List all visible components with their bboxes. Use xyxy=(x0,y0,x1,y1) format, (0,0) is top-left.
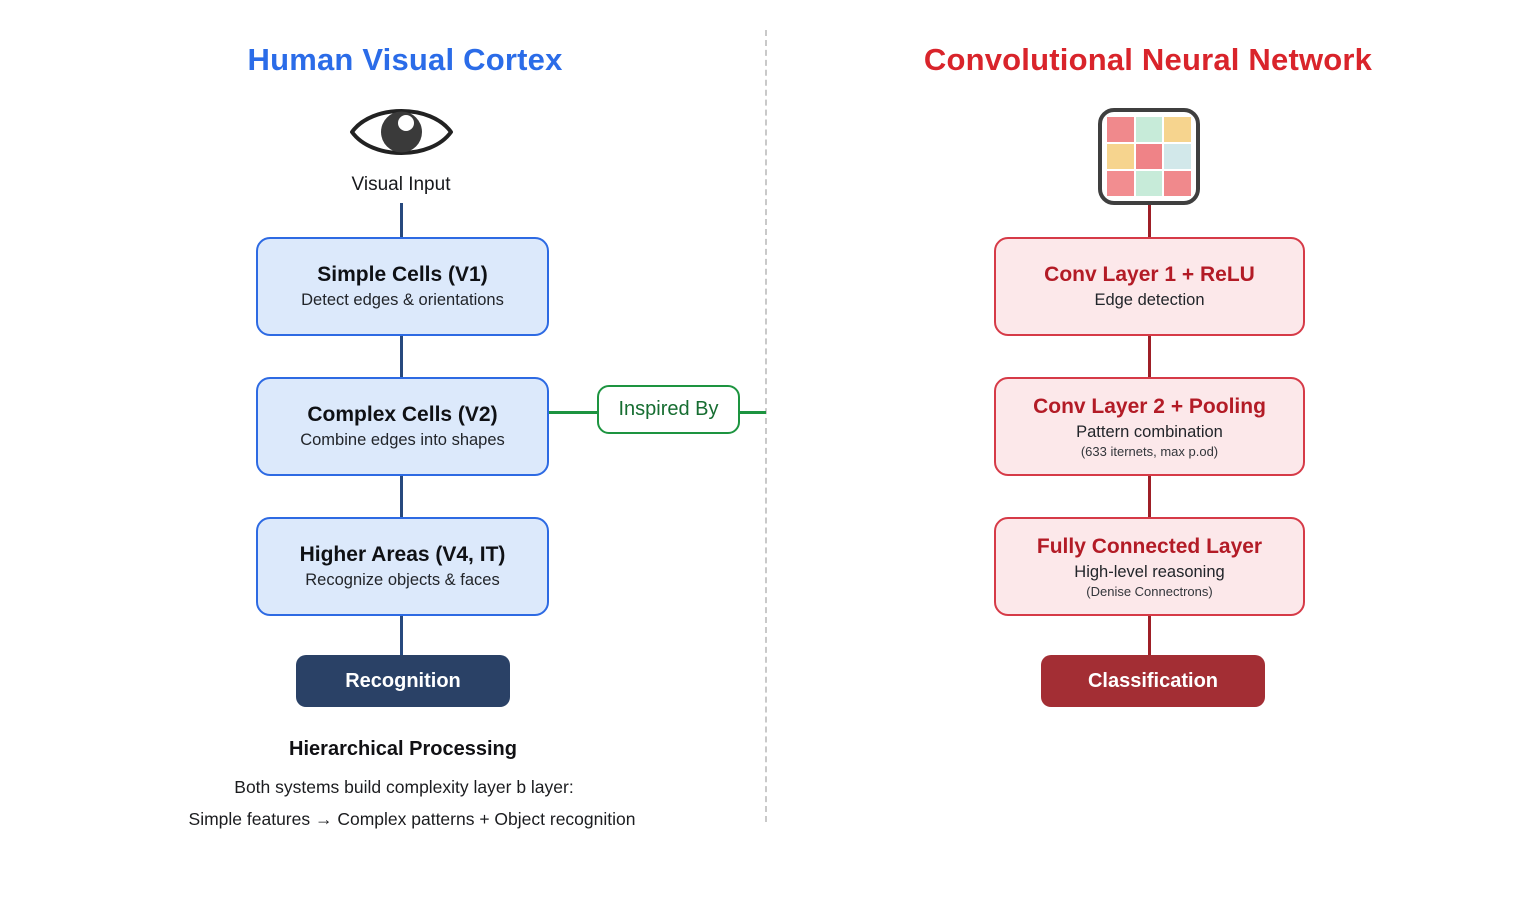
conv-layer-2-box: Conv Layer 2 + Pooling Pattern combinati… xyxy=(994,377,1305,476)
inspired-by-tag: Inspired By xyxy=(597,385,740,434)
box-subtitle: Detect edges & orientations xyxy=(301,291,504,310)
eye-icon xyxy=(348,98,455,171)
right-column-title: Convolutional Neural Network xyxy=(923,42,1373,77)
connector-line xyxy=(400,615,403,655)
connector-line xyxy=(400,335,403,377)
grid-cell xyxy=(1107,117,1134,142)
box-subtitle: Edge detection xyxy=(1094,291,1205,310)
box-title: Complex Cells (V2) xyxy=(307,403,498,427)
feature-grid xyxy=(1107,117,1191,196)
conv-layer-1-box: Conv Layer 1 + ReLU Edge detection xyxy=(994,237,1305,336)
inspired-by-line-left xyxy=(549,411,597,414)
recognition-pill: Recognition xyxy=(296,655,510,707)
grid-cell xyxy=(1135,171,1163,196)
connector-line xyxy=(1148,615,1151,655)
inspired-by-line-right xyxy=(740,411,766,414)
box-title: Simple Cells (V1) xyxy=(317,263,488,287)
connector-line xyxy=(400,203,403,237)
grid-cell xyxy=(1164,171,1191,196)
grid-cell xyxy=(1164,117,1191,142)
box-title: Higher Areas (V4, IT) xyxy=(299,543,506,567)
connector-line xyxy=(1148,335,1151,377)
higher-areas-box: Higher Areas (V4, IT) Recognize objects … xyxy=(256,517,549,616)
grid-cell xyxy=(1135,144,1163,169)
visual-input-label: Visual Input xyxy=(351,174,451,195)
connector-line xyxy=(1148,475,1151,517)
box-note: (633 iternets, max p.od) xyxy=(1080,443,1219,459)
connector-line xyxy=(1148,205,1151,237)
box-title: Fully Connected Layer xyxy=(1036,535,1263,559)
box-subtitle: High-level reasoning xyxy=(1074,563,1225,582)
box-subtitle: Combine edges into shapes xyxy=(300,431,505,450)
feature-grid-icon xyxy=(1098,108,1200,205)
footer-line-2: Simple features → Complex patterns + Obj… xyxy=(188,809,636,829)
grid-cell xyxy=(1107,171,1134,196)
grid-cell xyxy=(1135,117,1163,142)
connector-line xyxy=(400,475,403,517)
footer-heading: Hierarchical Processing xyxy=(289,738,517,760)
footer-line-1: Both systems build complexity layer b la… xyxy=(234,777,574,797)
center-divider xyxy=(765,30,767,822)
complex-cells-box: Complex Cells (V2) Combine edges into sh… xyxy=(256,377,549,476)
simple-cells-box: Simple Cells (V1) Detect edges & orienta… xyxy=(256,237,549,336)
box-subtitle: Recognize objects & faces xyxy=(305,571,500,590)
box-note: (Denise Connectrons) xyxy=(1086,583,1213,599)
classification-pill: Classification xyxy=(1041,655,1265,707)
fully-connected-box: Fully Connected Layer High-level reasoni… xyxy=(994,517,1305,616)
box-subtitle: Pattern combination xyxy=(1076,423,1223,442)
grid-cell xyxy=(1107,144,1134,169)
left-column-title: Human Visual Cortex xyxy=(247,42,563,77)
box-title: Conv Layer 2 + Pooling xyxy=(1033,395,1266,419)
box-title: Conv Layer 1 + ReLU xyxy=(1044,263,1255,287)
grid-cell xyxy=(1164,144,1191,169)
